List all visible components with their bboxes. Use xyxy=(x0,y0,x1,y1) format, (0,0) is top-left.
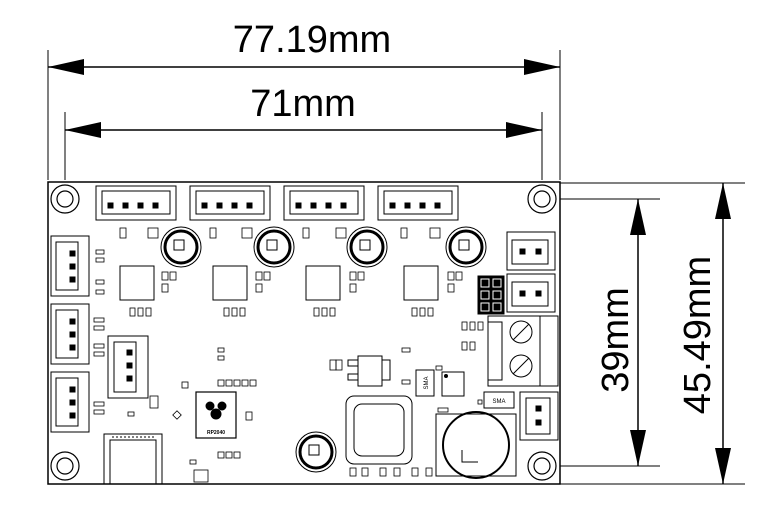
connector-center-vertical xyxy=(107,335,149,399)
arrow-up-icon xyxy=(715,183,731,219)
pin-header xyxy=(477,275,505,315)
capacitor-3 xyxy=(346,226,388,268)
capacitors xyxy=(160,226,487,473)
hole-spacing-y-label: 39mm xyxy=(595,287,637,393)
driver-ic-1 xyxy=(119,265,155,301)
arrow-up-icon xyxy=(630,199,646,235)
mounting-holes xyxy=(50,184,557,481)
dimension-overall-width xyxy=(47,50,561,180)
connector-left-2 xyxy=(50,303,90,365)
terminal-block xyxy=(487,315,559,387)
arrow-down-icon xyxy=(715,448,731,484)
sma-diode-1-label: SMA xyxy=(424,376,430,389)
pcb-outline xyxy=(47,181,561,485)
hole-spacing-x-label: 71mm xyxy=(250,83,356,125)
arrow-right-icon xyxy=(506,122,542,138)
right-connectors xyxy=(506,231,559,441)
mounting-hole-top-right xyxy=(527,184,557,214)
connector-left-1 xyxy=(50,235,90,297)
driver-ic-3 xyxy=(305,265,341,301)
sma-diode-2 xyxy=(483,391,515,409)
sma-diode-2-label: SMA xyxy=(492,399,505,405)
overall-height-label: 45.49mm xyxy=(677,256,719,414)
sma-diodes xyxy=(415,369,515,409)
passive-components xyxy=(93,227,484,483)
arrow-down-icon xyxy=(630,430,646,466)
overall-width-label: 77.19mm xyxy=(233,19,391,61)
arrow-left-icon xyxy=(48,59,84,75)
driver-ic-4 xyxy=(403,265,439,301)
capacitor-1 xyxy=(160,226,202,268)
dimension-hole-spacing-y xyxy=(560,198,660,467)
capacitor-2 xyxy=(253,226,295,268)
connector-left-3 xyxy=(50,371,90,433)
coin-cell xyxy=(435,411,517,479)
left-connectors xyxy=(50,235,90,433)
top-connectors xyxy=(95,185,459,221)
mounting-hole-bottom-left xyxy=(50,451,80,481)
mcu-label: RP2040 xyxy=(207,430,225,436)
connector-right-3 xyxy=(519,391,559,441)
connector-right-1 xyxy=(506,231,556,271)
connector-top-3 xyxy=(283,185,365,221)
mounting-hole-top-left xyxy=(50,184,80,214)
dimension-overall-height xyxy=(560,182,745,485)
connector-right-2 xyxy=(506,273,556,313)
voltage-regulator xyxy=(347,355,391,387)
driver-ics xyxy=(119,265,439,301)
soic-ic xyxy=(441,371,465,397)
capacitor-4 xyxy=(445,226,487,268)
dimension-hole-spacing-x xyxy=(64,112,543,180)
mcu-chip xyxy=(195,391,237,439)
sma-diode-1 xyxy=(415,369,435,397)
capacitor-5 xyxy=(295,431,337,473)
mounting-hole-bottom-right xyxy=(527,451,557,481)
connector-top-4 xyxy=(377,185,459,221)
usb-c-connector xyxy=(103,433,163,485)
connector-top-1 xyxy=(95,185,177,221)
arrow-left-icon xyxy=(65,122,101,138)
driver-ic-2 xyxy=(212,265,248,301)
inductor xyxy=(345,395,413,465)
connector-top-2 xyxy=(189,185,271,221)
arrow-right-icon xyxy=(524,59,560,75)
